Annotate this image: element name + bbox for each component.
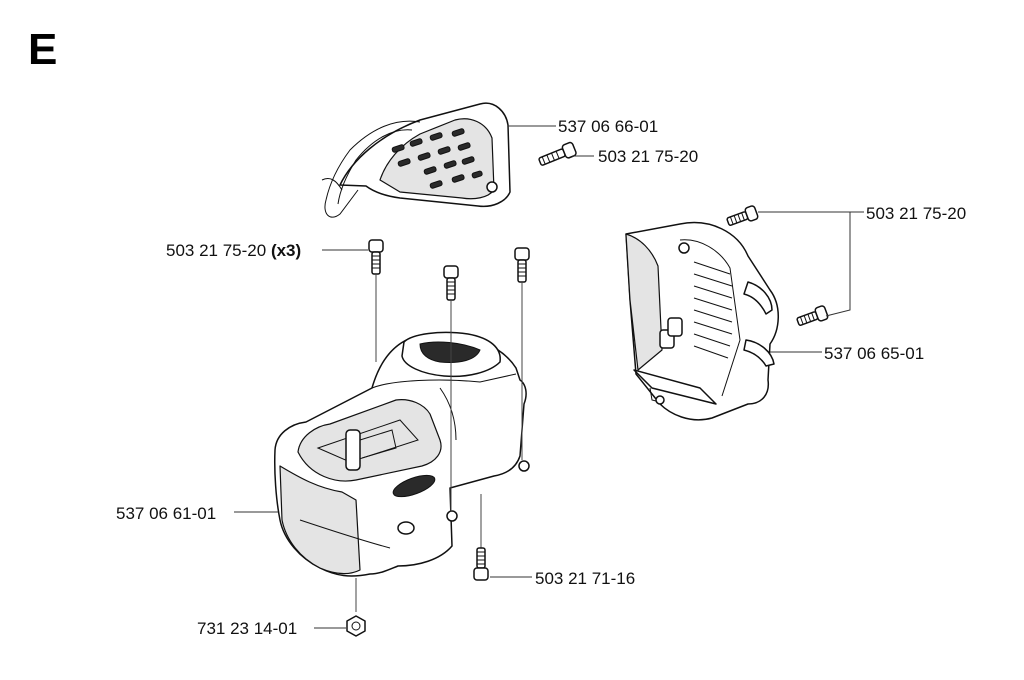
cylinder-cover-icon xyxy=(625,221,779,421)
label-cylinder-cover: 537 06 65-01 xyxy=(824,344,924,363)
label-exhaust-guard: 537 06 66-01 xyxy=(558,117,658,136)
screw-icon xyxy=(473,547,489,581)
label-engine-housing: 537 06 61-01 xyxy=(116,504,216,523)
label-screw-left-number: 503 21 75-20 xyxy=(166,241,266,260)
exhaust-guard-icon xyxy=(321,102,511,218)
screw-icon xyxy=(514,247,530,283)
screw-icon xyxy=(443,265,459,301)
label-screw-left-qty: (x3) xyxy=(271,241,301,260)
label-screw-top: 503 21 75-20 xyxy=(598,147,698,166)
label-nut: 731 23 14-01 xyxy=(197,619,297,638)
label-screw-bottom: 503 21 71-16 xyxy=(535,569,635,588)
screw-icon xyxy=(368,239,384,275)
engine-housing-icon xyxy=(274,331,530,577)
leader-lines xyxy=(234,125,864,629)
label-screw-left: 503 21 75-20 (x3) xyxy=(166,241,301,260)
screw-icon xyxy=(796,305,829,326)
screw-icon xyxy=(538,141,577,166)
hex-nut-icon xyxy=(346,615,366,637)
section-letter: E xyxy=(28,25,57,74)
screw-icon xyxy=(726,205,759,226)
label-screw-right: 503 21 75-20 xyxy=(866,204,966,223)
